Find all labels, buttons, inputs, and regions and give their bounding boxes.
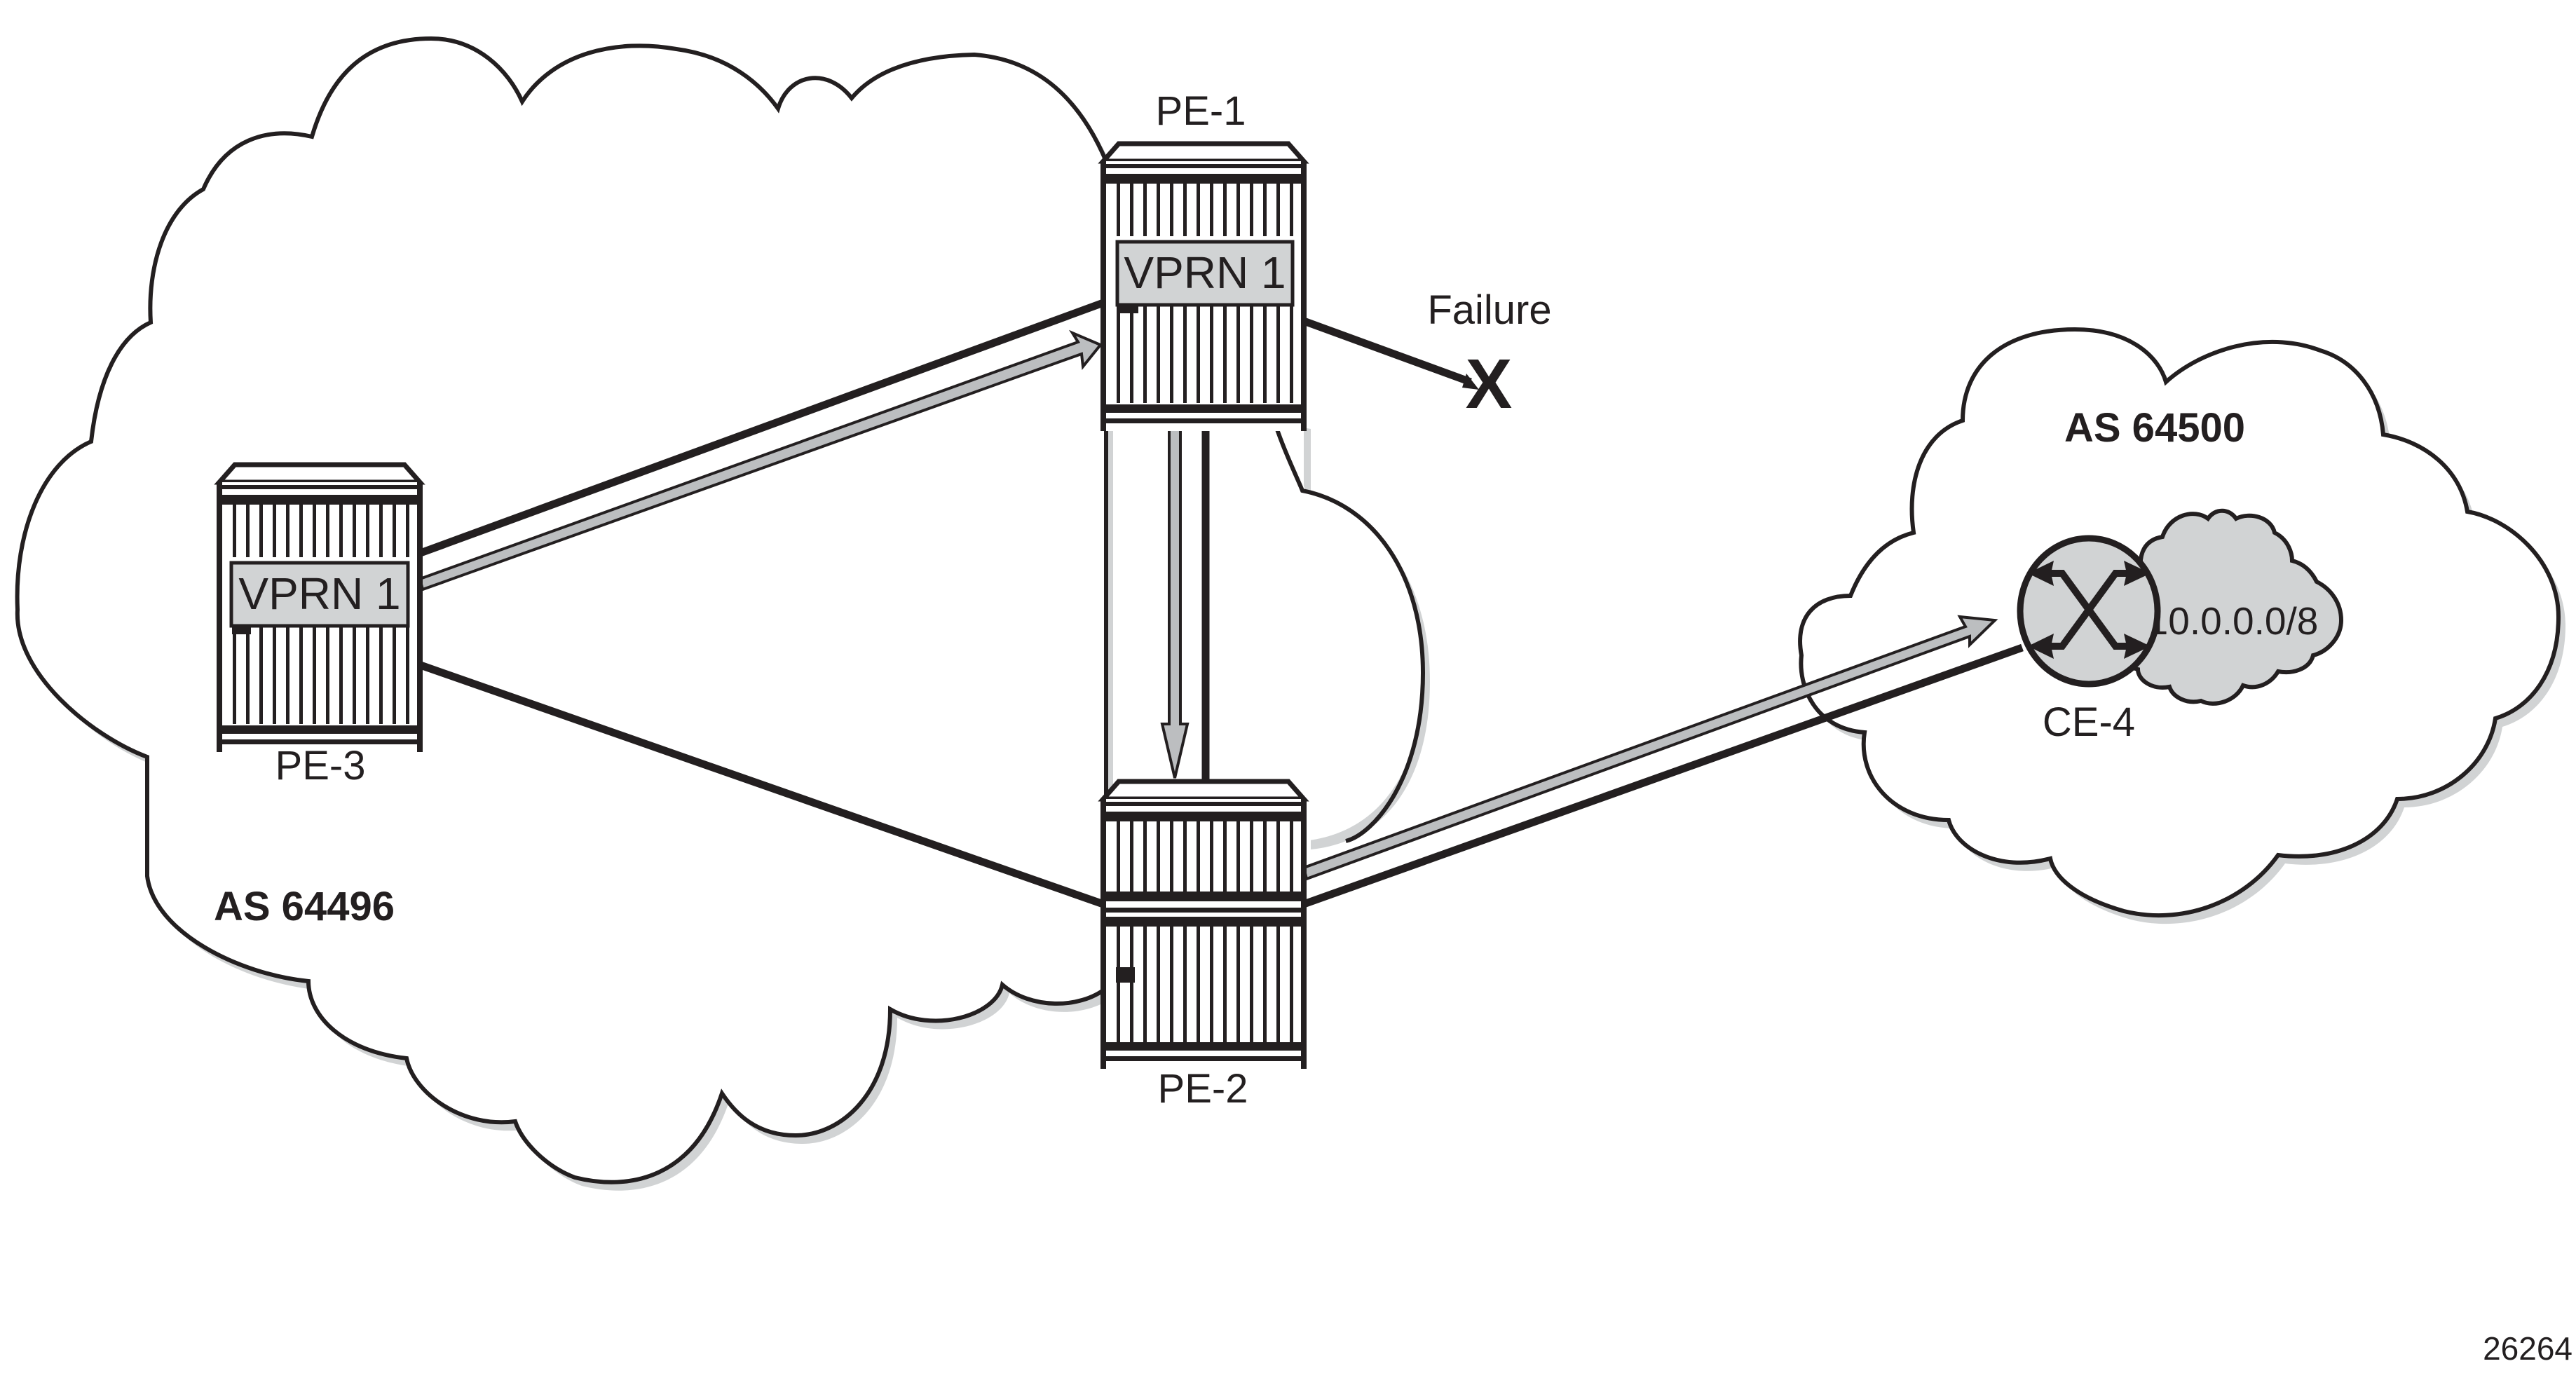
pe3-label: PE-3	[275, 743, 366, 788]
arrow-pe1-to-pe2	[1160, 415, 1190, 779]
pe2-router[interactable]	[1103, 781, 1304, 1069]
link-pe1-failed[interactable]	[1302, 317, 1472, 386]
prefix-label: 10.0.0.0/8	[2147, 599, 2319, 643]
pe1-service-box	[1115, 240, 1295, 307]
pe1-router[interactable]: VPRN 1	[1103, 144, 1304, 431]
as-64496-cloud	[15, 36, 1430, 1191]
links	[417, 299, 2024, 908]
pe3-service-box	[229, 561, 410, 628]
pe1-service-label: VPRN 1	[1124, 247, 1286, 298]
pe3-service-label: VPRN 1	[238, 568, 400, 619]
arrow-pe2-to-ce4	[1302, 615, 1998, 881]
traffic-path	[418, 329, 1998, 881]
pe1-label: PE-1	[1156, 88, 1246, 134]
pe3-router[interactable]: VPRN 1	[219, 465, 420, 752]
link-pe3-pe1[interactable]	[417, 299, 1105, 558]
link-pe2-ce4[interactable]	[1302, 643, 2024, 908]
link-pe3-pe2[interactable]	[417, 660, 1105, 908]
failure-x-icon: X	[1466, 345, 1513, 423]
as-64500-label: AS 64500	[2064, 405, 2245, 451]
ce4-router[interactable]	[2017, 535, 2161, 688]
pe2-label: PE-2	[1158, 1066, 1248, 1112]
failure-label: Failure	[1427, 287, 1551, 333]
ce4-label: CE-4	[2043, 699, 2135, 745]
figure-id: 26264	[2483, 1330, 2572, 1367]
router-crossing-arrows-icon	[2047, 570, 2131, 650]
arrow-pe3-to-pe1	[418, 329, 1103, 592]
as-64496-label: AS 64496	[214, 884, 395, 929]
prefix-cloud: 10.0.0.0/8	[2115, 508, 2344, 706]
